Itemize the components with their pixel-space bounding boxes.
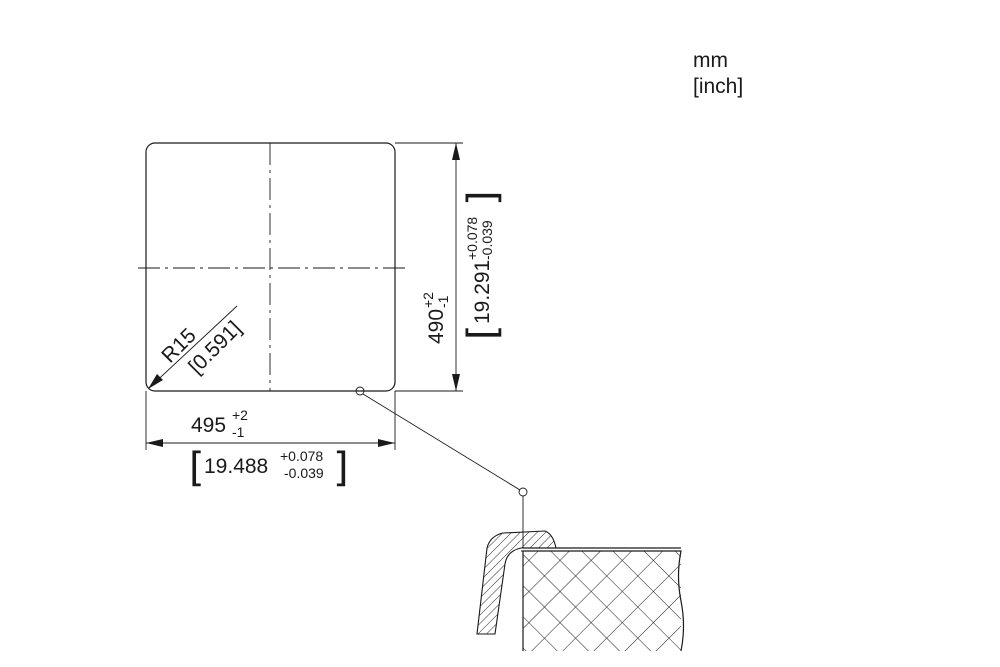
width-inch-tol-plus: +0.078 — [280, 448, 323, 464]
height-tol-plus: +2 — [420, 292, 436, 308]
cutout-outline — [145, 142, 396, 392]
countertop-outline — [522, 550, 685, 652]
height-arrow-bottom — [452, 374, 460, 391]
height-value: 490 — [425, 309, 448, 344]
width-tol-plus: +2 — [232, 407, 248, 423]
height-inch-label-group: 19.291 +0.078 -0.039 — [464, 217, 495, 324]
detail-marker-target — [518, 487, 528, 497]
height-inch-tol-minus: -0.039 — [479, 220, 495, 260]
detail-marker-origin — [355, 386, 365, 396]
height-tol-minus: -1 — [435, 295, 451, 308]
height-bracket-close: ] — [460, 190, 506, 206]
width-arrow-left — [146, 439, 163, 447]
countertop-section — [523, 551, 681, 651]
height-arrow-top — [452, 143, 460, 160]
detail-leader-line — [362, 393, 521, 491]
sink-rim-profile — [476, 530, 557, 635]
width-arrow-right — [378, 439, 395, 447]
width-inch-value: 19.488 — [204, 455, 268, 478]
width-bracket-close: ] — [333, 445, 349, 491]
width-inch-tol-minus: -0.039 — [284, 465, 324, 481]
units-mm-label: mm — [693, 49, 728, 72]
height-inch-tol-plus: +0.078 — [464, 217, 480, 260]
height-inch-value: 19.291 — [471, 260, 494, 324]
width-value: 495 — [191, 414, 226, 437]
width-tol-minus: -1 — [232, 424, 245, 440]
radius-arrow — [148, 374, 163, 389]
height-bracket-open: [ — [460, 324, 506, 340]
width-bracket-open: [ — [189, 445, 205, 491]
units-inch-label: [inch] — [693, 75, 743, 98]
height-inch-brackets: [ ] — [460, 190, 506, 340]
radius-leader-line — [148, 305, 238, 389]
height-mm-label-group: 490 +2 -1 — [420, 292, 451, 344]
